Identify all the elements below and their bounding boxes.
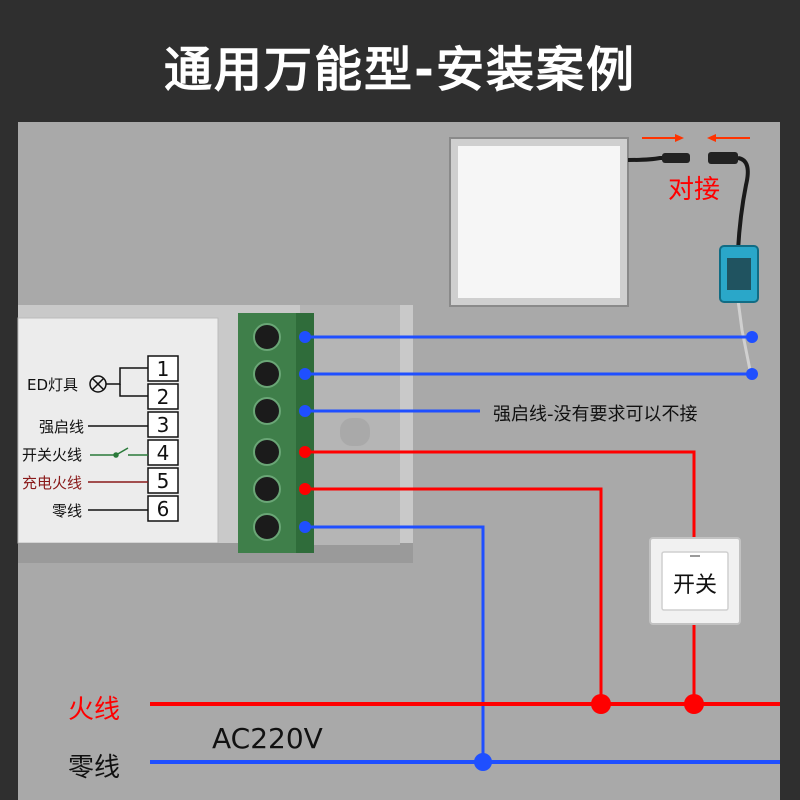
switch-label: 开关	[673, 573, 717, 598]
label-neutral: 零线	[52, 502, 82, 520]
wire-dots	[299, 331, 758, 771]
wire-pin5-charge-live	[305, 487, 603, 704]
panel-connector-cables	[627, 152, 752, 371]
junction-live-switch	[684, 694, 704, 714]
title-bar: 通用万能型-安装案例	[0, 0, 800, 122]
connector-label: 对接	[668, 175, 720, 205]
terminal-screw-6	[253, 513, 281, 541]
junction-neutral	[474, 753, 492, 771]
connect-arrows	[642, 134, 750, 142]
pin-number-4: 4	[157, 441, 170, 465]
label-charge-live: 充电火线	[22, 474, 82, 492]
pin-number-3: 3	[157, 413, 170, 437]
label-led-fixture: ED灯具	[27, 376, 78, 394]
switch-symbol	[90, 447, 148, 458]
terminal-screw-1	[253, 323, 281, 351]
wires	[150, 335, 780, 764]
label-plate: 1 2 3 4 5 6 ED灯具 强启线 开关火线 充电火线 零线	[22, 355, 179, 522]
mains-live-label: 火线	[68, 695, 120, 725]
pin-number-2: 2	[157, 385, 170, 409]
lamp-symbol	[89, 367, 148, 397]
pin-number-1: 1	[157, 357, 170, 381]
pin-number-5: 5	[157, 469, 170, 493]
terminal-block	[238, 313, 314, 553]
led-panel-light	[449, 137, 629, 307]
terminal-screw-3	[253, 397, 281, 425]
label-switch-live: 开关火线	[22, 446, 82, 464]
terminal-screw-5	[253, 475, 281, 503]
mains-voltage-label: AC220V	[212, 722, 323, 755]
mains-neutral-label: 零线	[68, 753, 120, 783]
pin-number-6: 6	[157, 497, 170, 521]
wire-pin6-neutral	[305, 525, 485, 762]
emergency-module	[17, 305, 413, 563]
led-driver	[719, 245, 759, 303]
terminal-screw-2	[253, 360, 281, 388]
strong-start-note: 强启线-没有要求可以不接	[493, 404, 698, 425]
terminal-screw-4	[253, 438, 281, 466]
junction-live-charge	[591, 694, 611, 714]
wall-switch: 开关	[649, 537, 741, 625]
page-title: 通用万能型-安装案例	[164, 42, 636, 98]
label-strong-start: 强启线	[39, 418, 84, 436]
